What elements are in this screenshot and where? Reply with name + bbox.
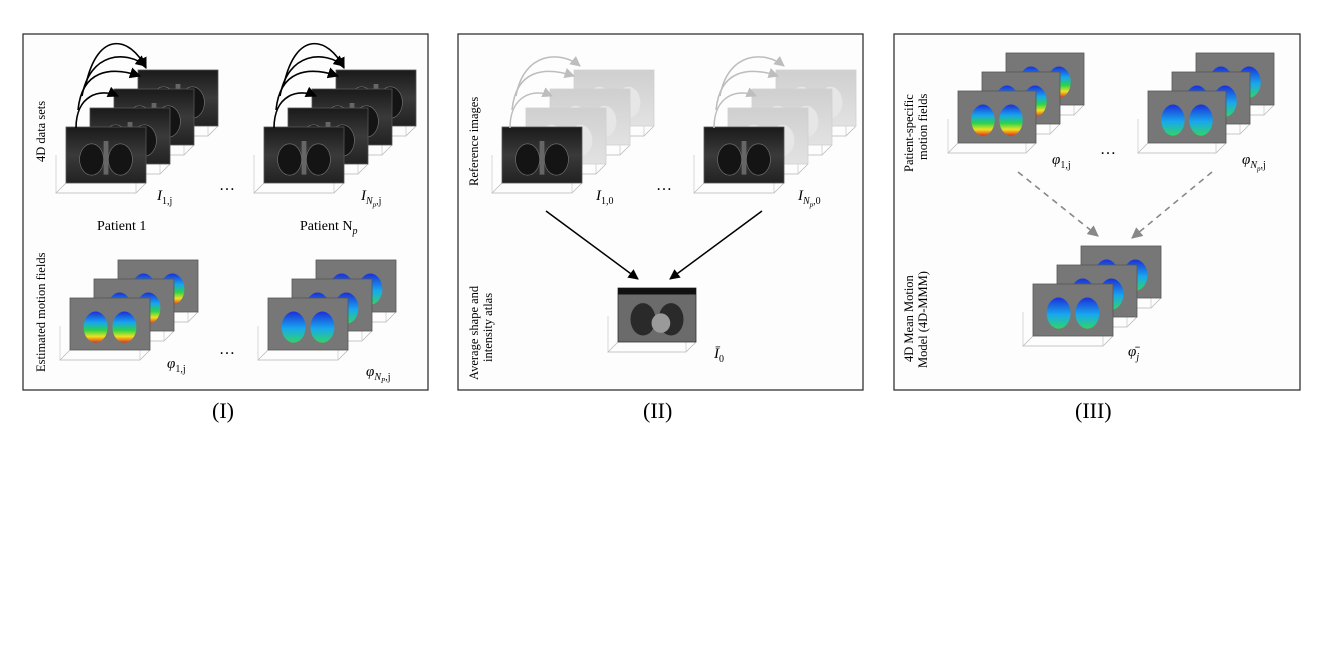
temporal-arrows-patient-n	[273, 42, 345, 129]
phi-stack-patient-n-slice-3	[1137, 90, 1227, 154]
ct-stack-patient-1-slice-4	[55, 126, 147, 194]
row-label-patient-specific-line2: motion fields	[916, 94, 930, 160]
label-I-10: I1,0	[595, 188, 614, 207]
label-phi-Np-j: φNP,j	[366, 364, 391, 385]
label-patient-1: Patient 1	[97, 219, 146, 234]
arrow-refN-to-atlas	[669, 210, 763, 280]
ellipsis-patient-fields: …	[1100, 141, 1116, 158]
atlas-image	[607, 287, 697, 353]
temporal-arrows-patient-1	[75, 42, 147, 129]
ellipsis-motion: …	[219, 341, 235, 358]
motion-stack-patient-1-slice-3	[59, 297, 151, 361]
caption-panel-2: (II)	[643, 398, 673, 423]
faded-arrows-ref-n	[713, 56, 785, 129]
phi-stack-patient-1-slice-3	[947, 90, 1037, 154]
ct-stack-patient-n-slice-4	[253, 126, 345, 194]
ref-stack-n-slice-4	[693, 126, 785, 194]
arrow-ref1-to-atlas	[545, 210, 639, 280]
row-label-patient-specific-line1: Patient-specific	[902, 94, 916, 172]
caption-panel-1: (I)	[212, 398, 234, 423]
label-patient-n: Patient Np	[300, 219, 358, 237]
row-label-atlas-line2: intensity atlas	[481, 293, 495, 362]
ellipsis-references: …	[656, 177, 672, 194]
row-label-atlas-line1: Average shape and	[467, 285, 481, 380]
faded-arrows-ref-1	[509, 56, 581, 129]
label-I-Np-0: INp,0	[797, 188, 821, 209]
row-label-reference-images: Reference images	[467, 97, 481, 186]
row-label-mmm-line1: 4D Mean Motion	[902, 274, 916, 362]
row-label-estimated-motion-fields: Estimated motion fields	[34, 252, 48, 372]
ellipsis-datasets: …	[219, 177, 235, 194]
label-atlas-I0: Ī0	[713, 346, 724, 365]
motion-stack-patient-n-slice-3	[257, 297, 349, 361]
row-label-mmm-line2: Model (4D-MMM)	[916, 271, 930, 368]
label-phi3-Np-j: φNp,j	[1242, 152, 1266, 173]
label-I-Np-j: INp,j	[360, 188, 381, 209]
ref-stack-1-slice-4	[491, 126, 583, 194]
label-I-1j: I1,j	[156, 188, 172, 207]
label-phi3-1j: φ1,j	[1052, 152, 1071, 171]
mean-motion-stack-slice-3	[1022, 283, 1114, 347]
row-label-4d-data-sets: 4D data sets	[34, 101, 48, 162]
label-phi-1j: φ1,j	[167, 356, 186, 375]
caption-panel-3: (III)	[1075, 398, 1112, 423]
